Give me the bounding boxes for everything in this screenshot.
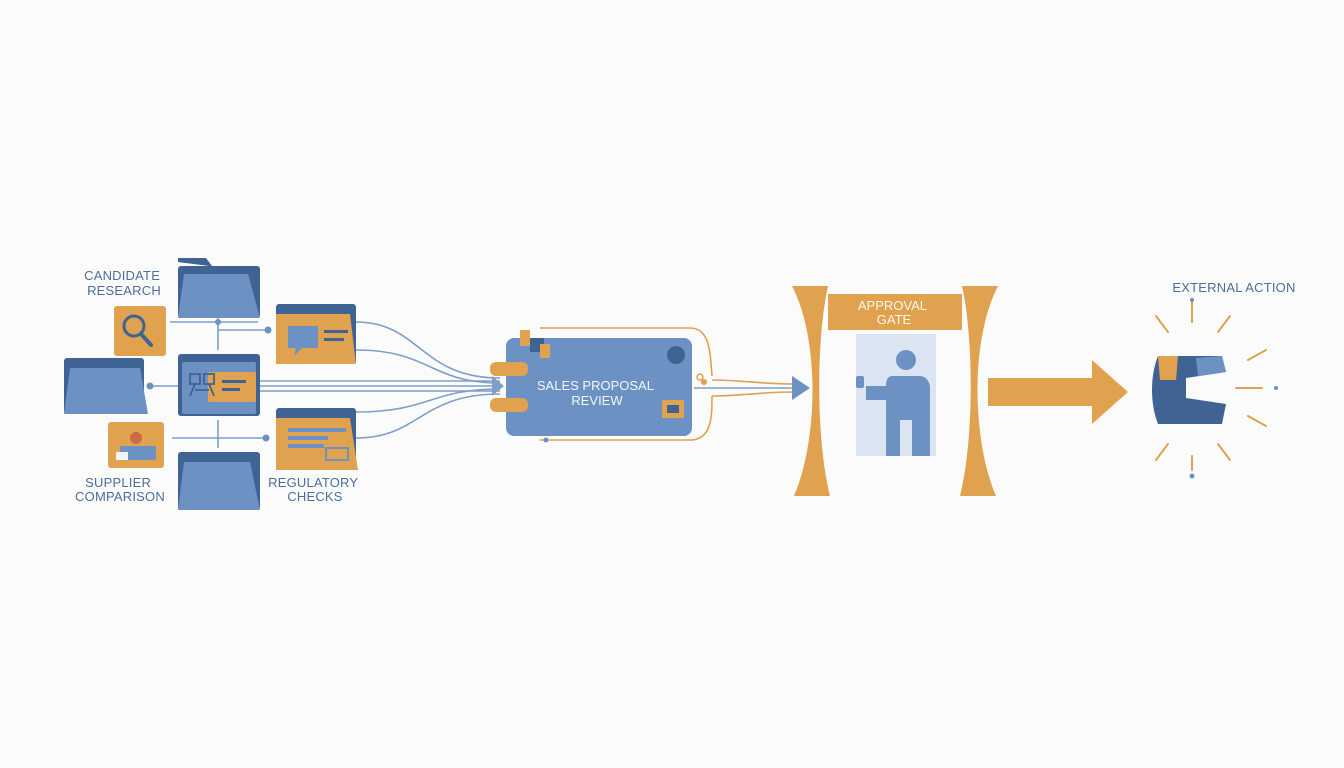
folder-icon — [276, 304, 356, 364]
folder-icon — [276, 408, 358, 470]
connector-dots — [146, 319, 272, 442]
external-action-ray-dots — [1189, 298, 1278, 479]
gate-to-external-arrow — [988, 360, 1128, 424]
folder-icon — [178, 258, 260, 318]
magnifier-icon — [114, 306, 166, 356]
external-action-rays — [1155, 301, 1267, 471]
supplier-comparison-label: SUPPLIER COMPARISON — [75, 475, 165, 504]
review-to-gate-arrow — [694, 376, 810, 400]
sales-proposal-review-label: SALES PROPOSAL REVIEW — [537, 378, 657, 408]
approval-gate-label: APPROVAL GATE — [858, 298, 930, 327]
approval-gate: APPROVAL GATE — [792, 286, 998, 496]
folder-icon — [178, 452, 260, 510]
form-document-icon — [288, 428, 349, 461]
person-thumbs-up-icon — [856, 350, 930, 456]
hub-input-arrow — [492, 376, 504, 396]
org-chart-icon — [189, 373, 215, 397]
id-card-icon — [108, 422, 164, 468]
folder-icon — [178, 354, 260, 416]
magnet-icon — [1152, 356, 1226, 424]
external-action-label: EXTERNAL ACTION — [1172, 280, 1295, 295]
sales-proposal-review-node: SALES PROPOSAL REVIEW — [490, 327, 713, 443]
folder-icon — [64, 358, 148, 414]
source-connectors — [150, 300, 501, 448]
candidate-research-label: CANDIDATE RESEARCH — [84, 268, 164, 298]
chat-bubble-icon — [288, 326, 318, 356]
regulatory-checks-label: REGULATORY CHECKS — [268, 475, 362, 504]
